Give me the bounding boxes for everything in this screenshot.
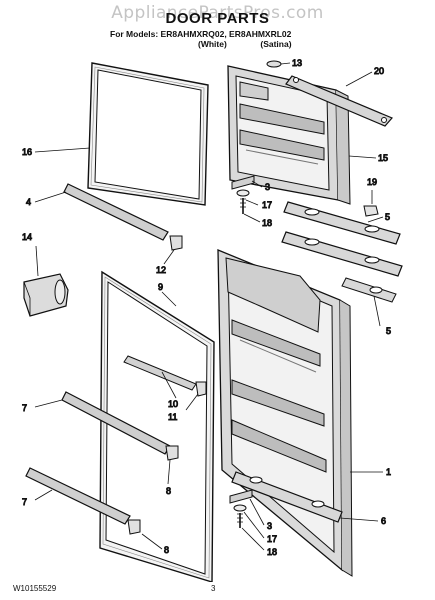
page-header: AppliancePartsPros.com DOOR PARTS For Mo… xyxy=(0,0,435,50)
callout-7-upper: 7 xyxy=(22,403,27,413)
lower-hinge-parts xyxy=(229,489,253,528)
fresh-food-door-shelf-lower xyxy=(25,467,131,525)
fresh-food-door-assembly xyxy=(217,249,353,577)
callout-18-lower: 18 xyxy=(267,547,277,557)
callout-7-lower: 7 xyxy=(22,497,27,507)
page-footer: W10155529 3 xyxy=(0,582,435,598)
model-numbers: ER8AHMXRQ02, ER8AHMXRL02 xyxy=(160,29,292,39)
callout-5-upper: 5 xyxy=(385,212,390,222)
models-prefix: For Models: xyxy=(110,29,159,39)
variant-white: (White) xyxy=(198,39,227,49)
callout-12: 12 xyxy=(156,265,166,275)
callout-16: 16 xyxy=(22,147,32,157)
freezer-door-gasket xyxy=(87,62,209,206)
freezer-door-shelf xyxy=(63,183,169,241)
hinge-channel-upper xyxy=(283,201,401,245)
hinge-channel-lower xyxy=(281,231,403,303)
dairy-compartment-door xyxy=(23,273,69,317)
callout-10: 10 xyxy=(168,399,178,409)
variant-satina: (Satina) xyxy=(260,39,292,49)
callout-14: 14 xyxy=(22,232,32,242)
callout-9: 9 xyxy=(158,282,163,292)
freezer-door-assembly xyxy=(227,65,351,205)
dairy-shelf-bar xyxy=(123,355,197,391)
callout-17-lower: 17 xyxy=(267,534,277,544)
callout-11: 11 xyxy=(168,412,177,422)
watermark: AppliancePartsPros.com xyxy=(111,3,324,23)
upper-hinge-parts xyxy=(231,175,255,214)
shelf-end-cap-upper xyxy=(165,445,179,461)
page-number: 3 xyxy=(211,584,216,593)
shelf-clip xyxy=(195,381,207,397)
document-number: W10155529 xyxy=(13,584,57,593)
callout-5-lower: 5 xyxy=(386,326,391,336)
callout-13: 13 xyxy=(292,58,302,68)
freezer-handle xyxy=(285,75,393,127)
callout-8-lower: 8 xyxy=(164,545,169,555)
callout-3-lower: 3 xyxy=(267,521,272,531)
leader-lines xyxy=(34,62,384,551)
fresh-food-door-shelf-upper xyxy=(61,391,171,455)
fresh-food-door-gasket xyxy=(99,270,215,582)
color-variants: (White) (Satina) xyxy=(198,39,308,49)
door-stop xyxy=(363,205,379,217)
callout-20: 20 xyxy=(374,66,384,76)
callout-17-upper: 17 xyxy=(262,200,272,210)
page-title: DOOR PARTS xyxy=(165,10,270,27)
callout-3-upper: 3 xyxy=(265,182,270,192)
bottom-hinge-trim xyxy=(231,471,343,523)
callout-19: 19 xyxy=(367,177,377,187)
callout-1: 1 xyxy=(386,467,391,477)
callout-6: 6 xyxy=(381,516,386,526)
handle-cap xyxy=(266,60,282,68)
callout-18-upper: 18 xyxy=(262,218,272,228)
callout-4: 4 xyxy=(26,197,31,207)
shelf-end-cap-lower xyxy=(127,519,141,535)
callout-15: 15 xyxy=(378,153,388,163)
exploded-parts-diagram: 13 20 15 3 17 18 19 5 5 16 4 14 12 9 7 1… xyxy=(22,58,403,582)
shelf-end-cap xyxy=(169,235,183,251)
callout-8-upper: 8 xyxy=(166,486,171,496)
models-line: For Models: ER8AHMXRQ02, ER8AHMXRL02 xyxy=(110,29,291,39)
